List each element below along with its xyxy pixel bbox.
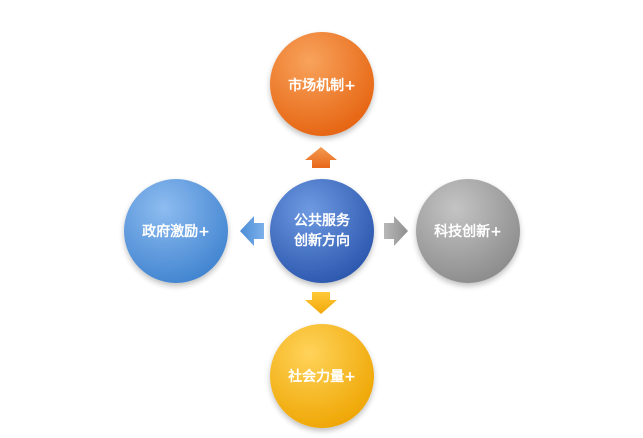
arrow-left-icon bbox=[240, 216, 264, 246]
node-left-label: 政府激励+ bbox=[142, 223, 210, 240]
center-label-line1: 公共服务 bbox=[294, 212, 351, 229]
center-label-line2: 创新方向 bbox=[293, 232, 350, 249]
arrow-right-icon bbox=[384, 216, 408, 246]
node-right-label: 科技创新+ bbox=[434, 223, 502, 240]
node-right bbox=[416, 179, 520, 283]
node-bottom bbox=[270, 324, 374, 428]
node-bottom-label: 社会力量+ bbox=[287, 368, 356, 385]
node-top bbox=[270, 32, 374, 136]
center-node bbox=[270, 179, 374, 283]
node-top-label: 市场机制+ bbox=[288, 77, 356, 94]
arrow-down-icon bbox=[305, 292, 337, 314]
arrow-up-icon bbox=[305, 147, 337, 168]
node-left bbox=[124, 179, 228, 283]
